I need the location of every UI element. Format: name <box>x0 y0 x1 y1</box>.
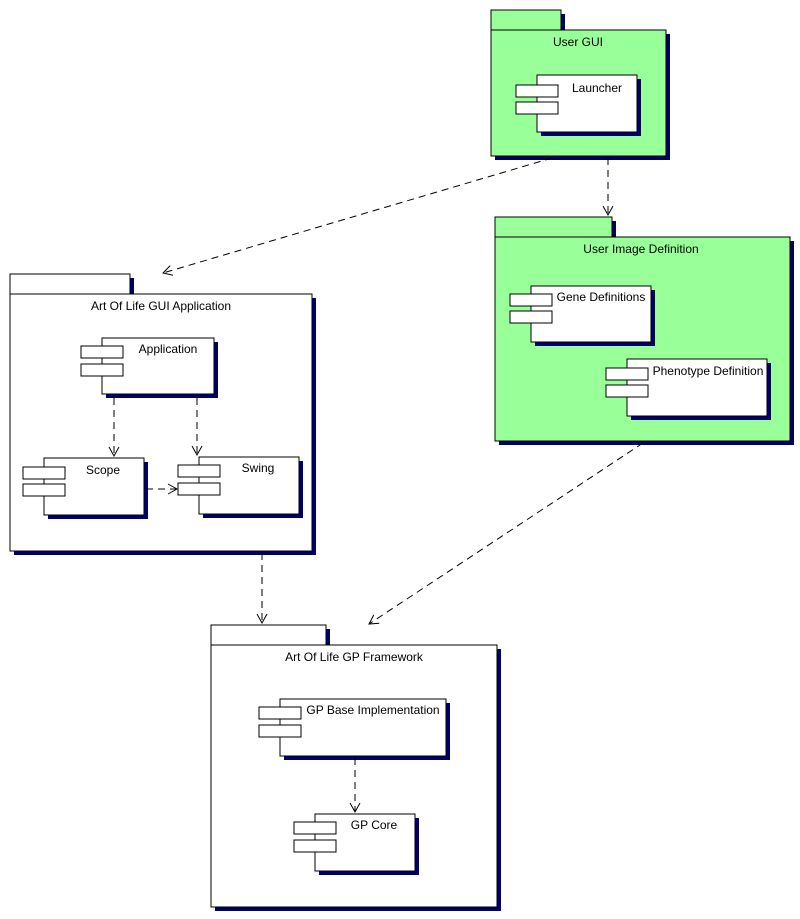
package-gp-framework[interactable]: Art Of Life GP Framework GP Base Impleme… <box>210 624 501 911</box>
package-label: Art Of Life GP Framework <box>285 650 424 664</box>
component-port-icon <box>22 483 66 497</box>
dependencies <box>108 157 644 814</box>
package-tab <box>210 624 327 646</box>
component-port-icon <box>177 482 221 496</box>
package-user-gui[interactable]: User GUI Launcher <box>490 9 670 160</box>
component-swing[interactable]: Swing <box>177 456 303 518</box>
component-gp-core[interactable]: GP Core <box>293 813 419 875</box>
component-port-icon <box>177 464 221 478</box>
dependency-arrow-user-gui-to-gui-application <box>162 157 553 276</box>
package-label: Art Of Life GUI Application <box>91 299 231 313</box>
component-label: GP Base Implementation <box>306 703 439 717</box>
component-scope[interactable]: Scope <box>22 457 148 519</box>
component-port-icon <box>80 363 124 377</box>
component-gene-definitions[interactable]: Gene Definitions <box>509 285 655 346</box>
component-port-icon <box>509 293 553 307</box>
package-tab <box>494 216 613 238</box>
component-label: Application <box>139 342 198 356</box>
package-tab <box>490 9 562 31</box>
package-gui-application[interactable]: Art Of Life GUI Application Application … <box>9 273 316 555</box>
package-tab <box>9 273 131 295</box>
package-label: User GUI <box>553 35 603 49</box>
component-port-icon <box>515 101 559 115</box>
component-label: Swing <box>242 461 275 475</box>
component-port-icon <box>293 821 337 835</box>
component-launcher[interactable]: Launcher <box>515 74 641 136</box>
dependency-arrow-image-definition-to-gp-framework <box>368 442 644 625</box>
package-label: User Image Definition <box>583 242 698 256</box>
component-phenotype-definition[interactable]: Phenotype Definition <box>605 358 771 420</box>
component-port-icon <box>515 84 559 98</box>
component-label: Gene Definitions <box>557 290 646 304</box>
component-application[interactable]: Application <box>80 337 218 398</box>
component-port-icon <box>293 839 337 853</box>
component-body <box>279 698 447 757</box>
component-gp-base-implementation[interactable]: GP Base Implementation <box>258 698 450 760</box>
component-label: GP Core <box>351 818 398 832</box>
component-label: Launcher <box>572 81 622 95</box>
component-port-icon <box>605 384 649 398</box>
component-port-icon <box>258 706 302 720</box>
component-label: Scope <box>86 463 120 477</box>
package-user-image-definition[interactable]: User Image Definition Gene Definitions P… <box>494 216 794 445</box>
component-port-icon <box>605 367 649 381</box>
component-label: Phenotype Definition <box>653 364 764 378</box>
component-port-icon <box>509 310 553 324</box>
component-body <box>626 358 768 417</box>
component-port-icon <box>22 466 66 480</box>
component-port-icon <box>80 345 124 359</box>
component-port-icon <box>258 724 302 738</box>
